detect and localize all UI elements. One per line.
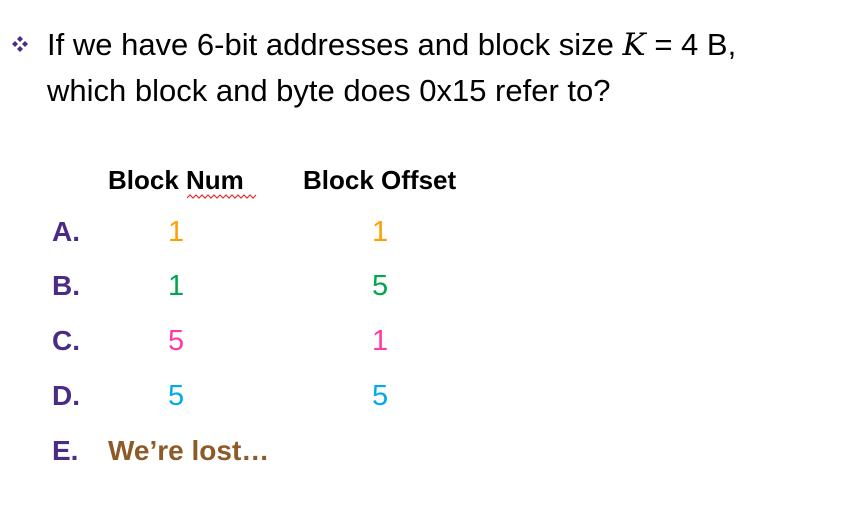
question-line-1-prefix: If we have 6-bit addresses and block siz… (47, 27, 623, 62)
option-a-block: 1 (168, 216, 185, 248)
diamond-bullet-icon (12, 36, 28, 52)
header-block-offset: Block Offset (303, 165, 457, 195)
option-d-letter: D. (52, 380, 80, 411)
option-e-text: We’re lost… (108, 435, 270, 466)
option-c-offset: 1 (372, 325, 389, 357)
option-d-offset: 5 (372, 380, 389, 412)
option-b-offset: 5 (372, 270, 389, 302)
option-b-letter: B. (52, 270, 80, 301)
spellcheck-squiggle (187, 194, 257, 199)
option-b-block: 1 (168, 270, 185, 302)
question-text: If we have 6-bit addresses and block siz… (47, 22, 847, 113)
option-e-letter: E. (52, 435, 79, 466)
option-a-letter: A. (52, 216, 80, 247)
header-block-num: Block Num (108, 165, 244, 195)
option-c-letter: C. (52, 325, 80, 356)
option-c-block: 5 (168, 325, 185, 357)
question-line-1: If we have 6-bit addresses and block siz… (47, 22, 847, 68)
question-line-1-suffix: = 4 B, (645, 27, 737, 62)
question-line-2: which block and byte does 0x15 refer to? (47, 73, 611, 108)
block-size-variable: K (622, 27, 646, 63)
option-a-offset: 1 (372, 216, 389, 248)
option-d-block: 5 (168, 380, 185, 412)
